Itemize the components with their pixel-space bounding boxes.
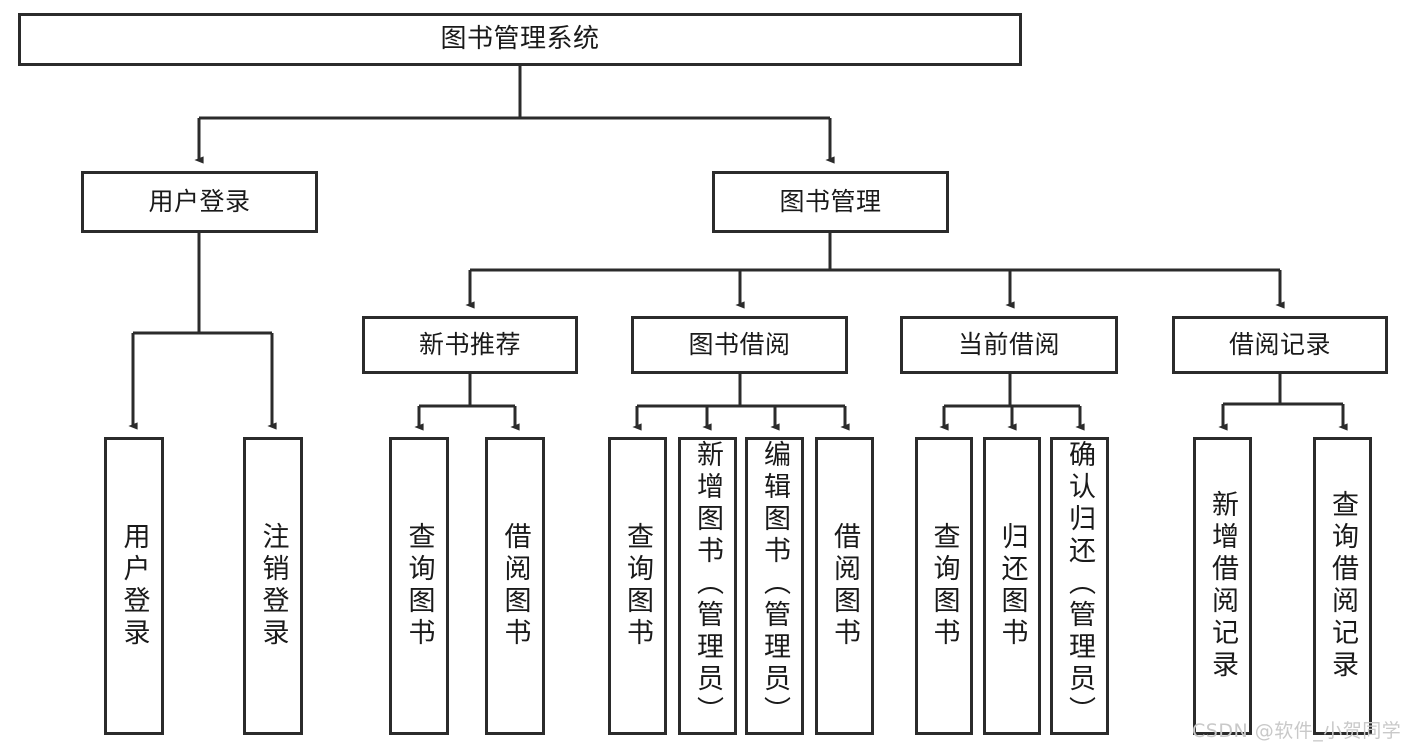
- leaf-user-login-label: 用户登录: [118, 522, 150, 650]
- leaf-confirm-return-admin[interactable]: 确认归还（管理员）: [1050, 437, 1109, 735]
- leaf-query-books-recommend[interactable]: 查询图书: [389, 437, 449, 735]
- node-new-book-recommendation[interactable]: 新书推荐: [362, 316, 578, 374]
- leaf-logout[interactable]: 注销登录: [243, 437, 303, 735]
- node-borrow-records[interactable]: 借阅记录: [1172, 316, 1388, 374]
- leaf-add-book-admin[interactable]: 新增图书（管理员）: [678, 437, 737, 735]
- leaf-logout-label: 注销登录: [257, 522, 289, 650]
- node-book-management-label: 图书管理: [779, 187, 882, 217]
- node-user-login[interactable]: 用户登录: [81, 171, 318, 233]
- leaf-query-books-current-label: 查询图书: [928, 522, 960, 650]
- leaf-borrow-books-recommend-label: 借阅图书: [499, 522, 531, 650]
- node-current-borrow[interactable]: 当前借阅: [900, 316, 1118, 374]
- leaf-borrow-books-recommend[interactable]: 借阅图书: [485, 437, 545, 735]
- node-root-label: 图书管理系统: [440, 24, 600, 55]
- leaf-add-book-admin-label: 新增图书（管理员）: [692, 440, 723, 728]
- node-root[interactable]: 图书管理系统: [18, 13, 1022, 66]
- node-new-book-recommendation-label: 新书推荐: [418, 330, 521, 360]
- leaf-edit-book-admin[interactable]: 编辑图书（管理员）: [745, 437, 804, 735]
- leaf-add-borrow-record[interactable]: 新增借阅记录: [1193, 437, 1252, 735]
- leaf-query-books-recommend-label: 查询图书: [403, 522, 435, 650]
- node-book-management[interactable]: 图书管理: [712, 171, 949, 233]
- node-book-borrow-label: 图书借阅: [688, 330, 791, 360]
- watermark: CSDN @软件_小贺同学: [1192, 720, 1402, 742]
- leaf-query-books-borrow-label: 查询图书: [622, 522, 653, 650]
- node-current-borrow-label: 当前借阅: [957, 330, 1060, 360]
- node-book-borrow[interactable]: 图书借阅: [631, 316, 848, 374]
- leaf-borrow-books-label: 借阅图书: [829, 522, 860, 650]
- node-borrow-records-label: 借阅记录: [1228, 330, 1331, 360]
- leaf-query-books-current[interactable]: 查询图书: [915, 437, 973, 735]
- leaf-borrow-books[interactable]: 借阅图书: [815, 437, 874, 735]
- leaf-edit-book-admin-label: 编辑图书（管理员）: [759, 440, 790, 728]
- leaf-query-borrow-record[interactable]: 查询借阅记录: [1313, 437, 1372, 735]
- leaf-confirm-return-admin-label: 确认归还（管理员）: [1064, 440, 1095, 728]
- leaf-add-borrow-record-label: 新增借阅记录: [1207, 490, 1238, 682]
- leaf-return-books[interactable]: 归还图书: [983, 437, 1041, 735]
- leaf-query-books-borrow[interactable]: 查询图书: [608, 437, 667, 735]
- leaf-return-books-label: 归还图书: [996, 522, 1028, 650]
- leaf-query-borrow-record-label: 查询借阅记录: [1327, 490, 1358, 682]
- leaf-user-login[interactable]: 用户登录: [104, 437, 164, 735]
- node-user-login-label: 用户登录: [148, 187, 251, 217]
